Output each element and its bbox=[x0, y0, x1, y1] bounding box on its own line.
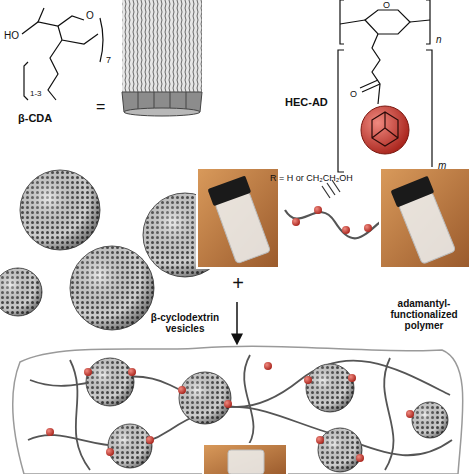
vesicles bbox=[0, 170, 227, 330]
adamantyl-group bbox=[361, 106, 409, 154]
atom-label: O bbox=[350, 90, 362, 100]
adamantyl-bead bbox=[292, 218, 300, 226]
adamantyl-bead bbox=[264, 362, 272, 370]
compound-name: β-CDA bbox=[18, 112, 78, 124]
adamantyl-bead bbox=[348, 374, 356, 382]
vesicle-shade bbox=[108, 424, 152, 468]
hec-ad-structure bbox=[338, 0, 432, 172]
network-outline bbox=[13, 346, 463, 474]
vesicle bbox=[0, 268, 42, 316]
adamantyl-bead bbox=[178, 386, 186, 394]
vial-glass bbox=[228, 450, 264, 474]
vial-cap bbox=[391, 176, 435, 208]
adamantyl-bead bbox=[356, 454, 364, 462]
reaction-arrow bbox=[236, 302, 238, 343]
bond-line bbox=[22, 16, 84, 34]
glucose-ring bbox=[365, 10, 410, 34]
adamantyl-bead bbox=[316, 436, 324, 444]
amphiphile-array bbox=[122, 0, 202, 116]
polymer-backbone bbox=[244, 355, 253, 450]
vesicle bbox=[86, 358, 134, 406]
vesicle bbox=[20, 170, 100, 250]
bracket bbox=[338, 50, 344, 172]
vesicle bbox=[412, 402, 448, 438]
vesicle-shade bbox=[412, 402, 448, 438]
bracket bbox=[340, 0, 344, 44]
vesicle-shade bbox=[306, 364, 354, 412]
vesicle-shade bbox=[0, 268, 42, 316]
equals-sign: = bbox=[96, 98, 116, 116]
photo-frame bbox=[197, 168, 279, 268]
adamantyl-bead bbox=[146, 436, 154, 444]
ester-chain bbox=[372, 34, 380, 104]
bracket bbox=[100, 18, 103, 62]
caption-label: adamantyl-functionalized polymer bbox=[378, 298, 470, 331]
adamantyl-bead bbox=[314, 206, 322, 214]
vesicle-shade bbox=[318, 428, 362, 472]
head-rim bbox=[124, 108, 200, 116]
alkyl-tails bbox=[122, 0, 202, 92]
atom-label: HO bbox=[4, 30, 28, 41]
bond-line bbox=[48, 40, 62, 100]
adamantyl-bead bbox=[106, 448, 114, 456]
vial-cap bbox=[208, 176, 252, 207]
vesicle bbox=[318, 428, 362, 472]
adamantyl-bead bbox=[46, 428, 54, 436]
adamantyl-bead bbox=[224, 400, 232, 408]
carbonyl bbox=[360, 80, 380, 92]
vesicle bbox=[306, 364, 354, 412]
atom-label: O bbox=[383, 1, 395, 11]
adamantyl-ball bbox=[361, 106, 409, 154]
repeat-subscript: m bbox=[438, 160, 452, 171]
photo-frame bbox=[203, 444, 287, 474]
bracket bbox=[426, 0, 430, 44]
adamantyl-bead bbox=[84, 368, 92, 376]
polymer-chain bbox=[285, 180, 380, 238]
vesicle-shade bbox=[70, 246, 154, 330]
vesicle bbox=[108, 424, 152, 468]
vesicle-shade bbox=[179, 372, 231, 424]
caption-label: β-cyclodextrin vesicles bbox=[140, 312, 230, 334]
adamantyl-bead bbox=[364, 224, 372, 232]
adamantyl-bead bbox=[128, 368, 136, 376]
polymer-backbone bbox=[384, 358, 393, 470]
compound-name: HEC-AD bbox=[285, 96, 345, 108]
adamantyl-bead bbox=[304, 376, 312, 384]
vesicle-shade bbox=[20, 170, 100, 250]
bracket bbox=[24, 62, 28, 100]
repeat-subscript: n bbox=[436, 34, 450, 45]
plus-sign: + bbox=[228, 272, 248, 294]
adamantyl-bead bbox=[342, 226, 350, 234]
repeat-subscript: 7 bbox=[106, 56, 118, 66]
cda-structure bbox=[22, 8, 103, 100]
vial-photo bbox=[380, 168, 470, 268]
vial-photo bbox=[197, 168, 279, 268]
adamantyl-bead bbox=[406, 410, 414, 418]
polymer-backbone bbox=[285, 210, 380, 238]
vesicle bbox=[70, 246, 154, 330]
vesicle-shade bbox=[86, 358, 134, 406]
adamantane-cage bbox=[372, 112, 398, 146]
vesicle bbox=[179, 372, 231, 424]
atom-label: O bbox=[86, 10, 100, 21]
bond-line bbox=[340, 20, 430, 24]
photo-frame bbox=[380, 168, 470, 268]
bracket bbox=[426, 50, 432, 172]
repeat-subscript: 1-3 bbox=[30, 90, 54, 99]
substituent-note: R = H or CH₂CH₂OH bbox=[270, 174, 420, 184]
hydrogel-network bbox=[13, 346, 463, 474]
